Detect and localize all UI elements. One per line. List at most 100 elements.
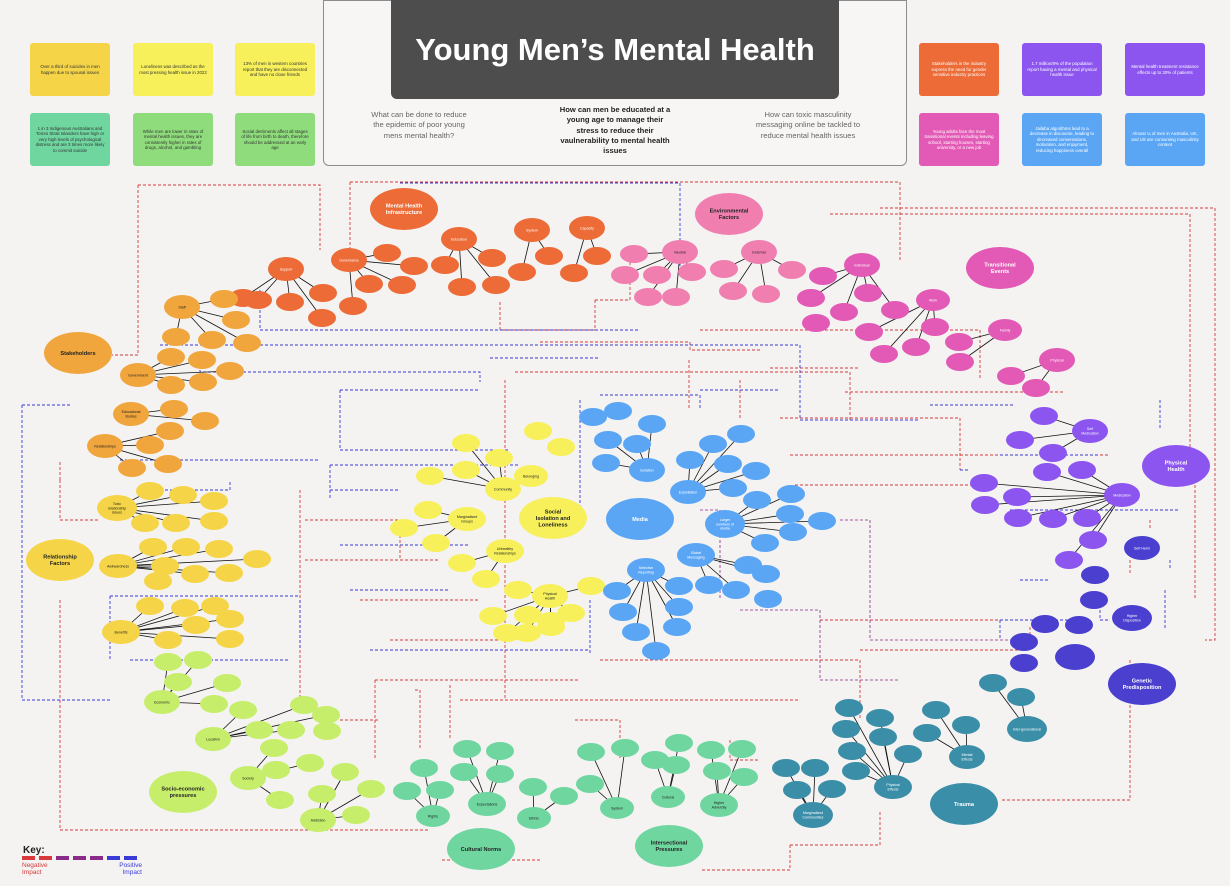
node-shape-c16[interactable] <box>697 741 725 759</box>
node-c2[interactable] <box>393 782 421 800</box>
node-v2[interactable] <box>1006 431 1034 449</box>
node-y15[interactable] <box>136 597 164 615</box>
node-g18[interactable] <box>357 780 385 798</box>
node-shape-higher[interactable] <box>1112 605 1152 631</box>
node-o14[interactable] <box>482 276 510 294</box>
node-v8[interactable] <box>1003 488 1031 506</box>
node-systm2[interactable]: System <box>600 797 634 819</box>
node-shape-v8[interactable] <box>1003 488 1031 506</box>
node-b14[interactable] <box>777 485 805 503</box>
node-o5[interactable] <box>308 309 336 327</box>
node-o8[interactable] <box>355 275 383 293</box>
node-shape-o4[interactable] <box>309 284 337 302</box>
node-shape-p8[interactable] <box>719 282 747 300</box>
node-shape-b4[interactable] <box>594 431 622 449</box>
node-v5[interactable] <box>1033 463 1061 481</box>
node-shape-m10[interactable] <box>921 318 949 336</box>
node-b6[interactable] <box>592 454 620 472</box>
node-shape-physh[interactable] <box>532 584 568 608</box>
node-w20[interactable] <box>513 624 541 642</box>
node-shape-v5[interactable] <box>1033 463 1061 481</box>
node-shape-b22[interactable] <box>722 581 750 599</box>
node-shape-o7[interactable] <box>400 257 428 275</box>
node-shape-i4[interactable] <box>1065 616 1093 634</box>
node-shape-t5[interactable] <box>838 742 866 760</box>
node-shape-nonfam[interactable] <box>1055 644 1095 670</box>
node-shape-t3[interactable] <box>832 720 860 738</box>
node-b1[interactable] <box>579 408 607 426</box>
node-w5[interactable] <box>452 461 480 479</box>
node-shape-highrig[interactable] <box>700 793 738 817</box>
node-shape-b24[interactable] <box>603 582 631 600</box>
node-b25[interactable] <box>665 577 693 595</box>
node-shape-c1[interactable] <box>410 759 438 777</box>
node-shape-o6[interactable] <box>373 244 401 262</box>
node-shape-selfm[interactable] <box>1072 419 1108 443</box>
node-shape-a12[interactable] <box>191 412 219 430</box>
node-shape-w11[interactable] <box>472 570 500 588</box>
node-c17[interactable] <box>703 762 731 780</box>
node-t16[interactable] <box>818 780 846 798</box>
node-p1[interactable] <box>620 245 648 263</box>
node-shape-y10[interactable] <box>243 550 271 568</box>
sticky-note-disconnected[interactable]: 13% of men in western countries report t… <box>235 43 315 96</box>
node-shape-v12[interactable] <box>1079 531 1107 549</box>
node-a2[interactable] <box>222 311 250 329</box>
node-shape-p2[interactable] <box>611 266 639 284</box>
node-shape-i5[interactable] <box>1010 633 1038 651</box>
node-sysm[interactable]: System <box>514 218 550 242</box>
node-explo[interactable]: Exploitation <box>670 480 706 504</box>
node-i3[interactable] <box>1031 615 1059 633</box>
node-o17[interactable] <box>560 264 588 282</box>
node-shape-o18[interactable] <box>583 247 611 265</box>
node-shape-a6[interactable] <box>157 348 185 366</box>
node-shape-t6[interactable] <box>894 745 922 763</box>
node-shape-t16[interactable] <box>818 780 846 798</box>
node-shape-y4[interactable] <box>200 512 228 530</box>
node-staff[interactable]: Staff <box>164 295 200 319</box>
node-m2[interactable] <box>797 289 825 307</box>
node-t5[interactable] <box>838 742 866 760</box>
node-shape-c2[interactable] <box>393 782 421 800</box>
node-shape-inter[interactable] <box>635 825 703 867</box>
node-shape-ethnic[interactable] <box>517 807 551 829</box>
node-g13[interactable] <box>296 754 324 772</box>
node-shape-p7[interactable] <box>710 260 738 278</box>
node-shape-m4[interactable] <box>854 284 882 302</box>
node-shape-g8[interactable] <box>277 721 305 739</box>
node-shape-media[interactable] <box>606 498 674 540</box>
node-b26[interactable] <box>609 603 637 621</box>
node-b8[interactable] <box>699 435 727 453</box>
node-v4[interactable] <box>970 474 998 492</box>
node-y2[interactable] <box>169 486 197 504</box>
node-shape-family[interactable] <box>988 319 1022 341</box>
node-y6[interactable] <box>162 514 190 532</box>
node-m8[interactable] <box>870 345 898 363</box>
node-shape-b25[interactable] <box>665 577 693 595</box>
node-y12[interactable] <box>181 565 209 583</box>
node-shape-c5[interactable] <box>486 742 514 760</box>
node-shape-cult2[interactable] <box>651 786 685 808</box>
node-shape-p4[interactable] <box>678 263 706 281</box>
node-shape-a9[interactable] <box>157 376 185 394</box>
node-o15[interactable] <box>508 263 536 281</box>
node-shape-y17[interactable] <box>201 597 229 615</box>
node-t12[interactable] <box>1007 688 1035 706</box>
node-relat[interactable]: Relationships <box>87 434 123 458</box>
node-selfh[interactable]: Self Harm <box>1124 536 1160 560</box>
node-g8[interactable] <box>277 721 305 739</box>
node-y16[interactable] <box>171 599 199 617</box>
node-w2[interactable] <box>547 438 575 456</box>
node-a6[interactable] <box>157 348 185 366</box>
node-shape-neighb[interactable] <box>793 802 833 828</box>
node-shape-b20[interactable] <box>752 565 780 583</box>
node-shape-w7[interactable] <box>414 501 442 519</box>
